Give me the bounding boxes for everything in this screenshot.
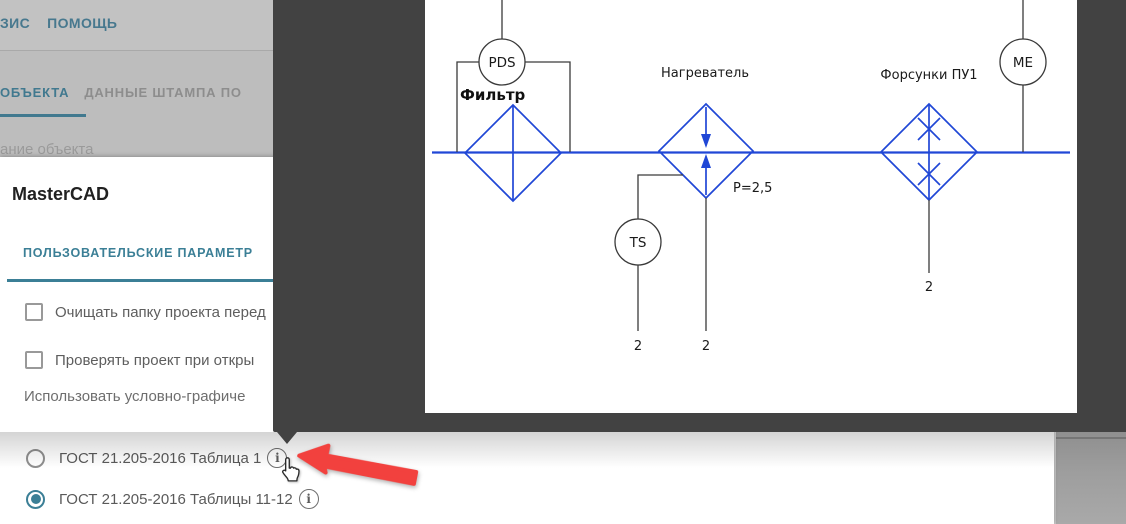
me-label: ME	[1013, 55, 1033, 71]
pds-instrument-circle	[478, 38, 526, 86]
nozzles-branch-number: 2	[925, 280, 933, 295]
menu-bar: ЗИС ПОМОЩЬ	[0, 15, 117, 31]
background-window-edge-line	[1056, 437, 1126, 439]
info-icon[interactable]: i	[298, 489, 319, 509]
info-tooltip-popup: PDS Фильтр Нагреватель P=2,5 TS 2 2 Форс…	[273, 0, 1126, 444]
schematic-svg: PDS Фильтр Нагреватель P=2,5 TS 2 2 Форс…	[432, 0, 1070, 354]
radio-gost-tables11-12[interactable]	[26, 489, 45, 509]
ts-branch-number: 2	[634, 339, 642, 354]
red-annotation-arrow	[297, 443, 419, 486]
ts-label: TS	[629, 235, 647, 251]
heater-branch-number: 2	[702, 339, 710, 354]
nozzles-diamond	[879, 102, 979, 202]
active-tab-underline	[0, 114, 86, 117]
radio-label: ГОСТ 21.205-2016 Таблицы 11-12	[59, 490, 293, 508]
radio-row-gost-table1[interactable]: ГОСТ 21.205-2016 Таблица 1 i	[26, 448, 288, 468]
tooltip-caret	[277, 432, 297, 444]
schematic-diagram: PDS Фильтр Нагреватель P=2,5 TS 2 2 Форс…	[425, 0, 1077, 413]
checkbox-row-clear-project[interactable]: Очищать папку проекта перед	[25, 302, 266, 322]
background-menubar: ЗИС ПОМОЩЬ	[0, 0, 273, 50]
radio-gost-table1[interactable]	[26, 448, 45, 468]
background-field-label: ание объекта	[0, 141, 94, 158]
dialog-tab-underline	[7, 279, 273, 282]
filter-diamond	[463, 103, 563, 203]
radio-label: ГОСТ 21.205-2016 Таблица 1	[59, 449, 262, 467]
heater-diamond	[657, 102, 755, 200]
filter-bracket-right	[525, 61, 571, 152]
dialog-title: MasterCAD	[12, 184, 110, 204]
background-tabs: ОБЪЕКТА ДАННЫЕ ШТАМПА ПО	[0, 85, 242, 100]
checkbox-label: Проверять проект при откры	[55, 351, 255, 369]
bg-tab-1[interactable]: ДАННЫЕ ШТАМПА ПО	[84, 85, 242, 100]
pds-label: PDS	[488, 55, 515, 71]
menu-item-help[interactable]: ПОМОЩЬ	[47, 15, 118, 31]
checkbox-row-verify-project[interactable]: Проверять проект при откры	[25, 350, 254, 370]
pressure-label: P=2,5	[733, 181, 772, 196]
checkbox-verify-project[interactable]	[25, 351, 43, 369]
menubar-divider	[0, 50, 273, 51]
bg-tab-0[interactable]: ОБЪЕКТА	[0, 85, 70, 100]
heater-arrow-down-head	[701, 134, 711, 148]
checkbox-label: Очищать папку проекта перед	[55, 303, 266, 321]
section-label-symbols: Использовать условно-графиче	[24, 388, 246, 405]
nozzles-x-upper-2	[917, 117, 941, 141]
heater-label: Нагреватель	[661, 66, 749, 81]
nozzles-label: Форсунки ПУ1	[880, 68, 977, 83]
filter-label: Фильтр	[460, 86, 526, 104]
checkbox-clear-project[interactable]	[25, 303, 43, 321]
nozzles-x-lower-2	[917, 162, 941, 186]
heater-arrow-up-head	[701, 154, 711, 168]
ts-tap-line	[637, 174, 683, 219]
menu-item-servis[interactable]: ЗИС	[0, 15, 31, 31]
radio-row-gost-tables11-12[interactable]: ГОСТ 21.205-2016 Таблицы 11-12 i	[26, 489, 319, 509]
background-window-edge	[1054, 432, 1126, 524]
tab-user-parameters[interactable]: ПОЛЬЗОВАТЕЛЬСКИЕ ПАРАМЕТР	[23, 246, 253, 260]
hand-cursor-icon	[282, 457, 300, 482]
filter-bracket-left	[456, 61, 479, 152]
